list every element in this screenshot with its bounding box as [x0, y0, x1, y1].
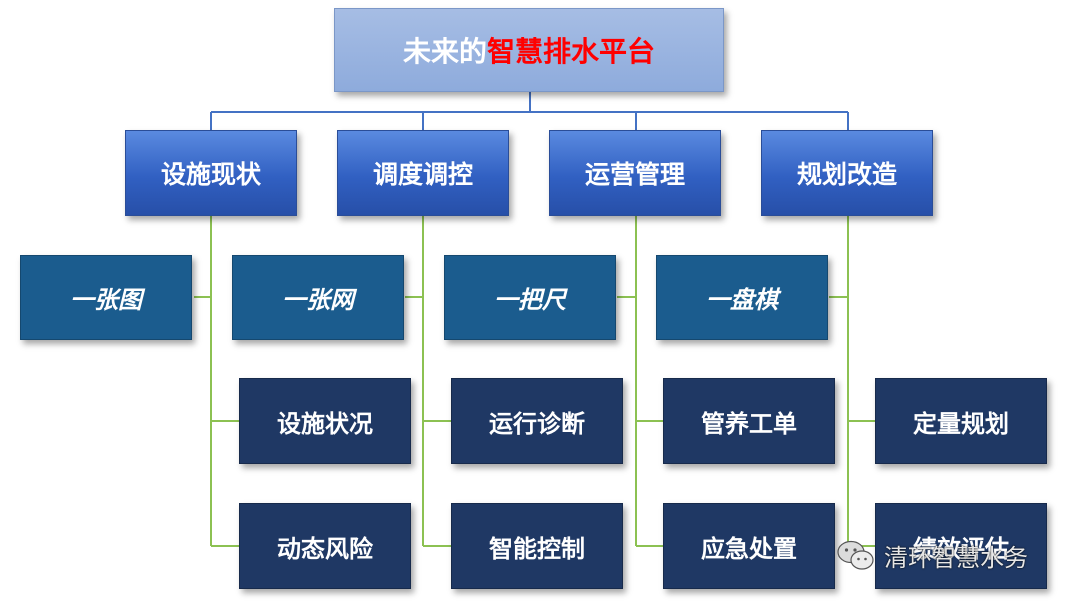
- category-node-facility-status: 设施现状: [125, 130, 297, 216]
- watermark-text: 清环智慧水务: [884, 544, 1028, 572]
- item-dynamic-risk: 动态风险: [239, 503, 411, 589]
- root-node-title: 未来的智慧排水平台: [334, 8, 724, 92]
- category-node-dispatch-control: 调度调控: [337, 130, 509, 216]
- root-title-prefix: 未来的: [402, 35, 487, 68]
- item-performance-evaluation: 绩效评估: [875, 503, 1047, 589]
- card-one-map: 一张图: [20, 255, 192, 340]
- item-facility-condition: 设施状况: [239, 378, 411, 464]
- root-title-highlight: 智慧排水平台: [487, 35, 656, 68]
- item-smart-control: 智能控制: [451, 503, 623, 589]
- item-maintenance-workorder: 管养工单: [663, 378, 835, 464]
- watermark: 清环智慧水务: [836, 538, 1028, 573]
- item-quantitative-planning: 定量规划: [875, 378, 1047, 464]
- card-one-network: 一张网: [232, 255, 404, 340]
- card-one-ruler: 一把尺: [444, 255, 616, 340]
- wechat-icon: [837, 540, 874, 570]
- item-emergency-response: 应急处置: [663, 503, 835, 589]
- item-operation-diagnosis: 运行诊断: [451, 378, 623, 464]
- category-node-operations: 运营管理: [549, 130, 721, 216]
- category-node-planning: 规划改造: [761, 130, 933, 216]
- card-one-board: 一盘棋: [656, 255, 828, 340]
